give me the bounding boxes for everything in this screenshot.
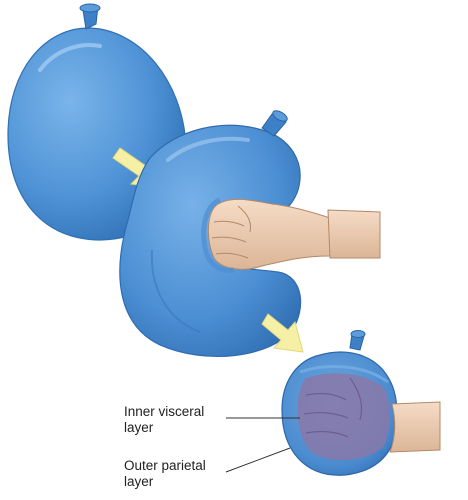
outer-parietal-layer-label: Outer parietal layer xyxy=(124,458,206,490)
outer-layer-leader xyxy=(225,447,291,473)
forearm-1 xyxy=(327,209,381,259)
arrow-2 xyxy=(261,313,304,353)
enclosing-balloon xyxy=(281,330,398,476)
inner-label-line2: layer xyxy=(124,420,154,435)
inner-visceral-layer-label: Inner visceral layer xyxy=(124,404,204,436)
inner-label-line1: Inner visceral xyxy=(124,404,205,419)
outer-label-line2: layer xyxy=(124,474,154,489)
forearm-2 xyxy=(389,401,441,453)
outer-label-line1: Outer parietal xyxy=(124,458,206,473)
indented-balloon xyxy=(119,110,331,358)
